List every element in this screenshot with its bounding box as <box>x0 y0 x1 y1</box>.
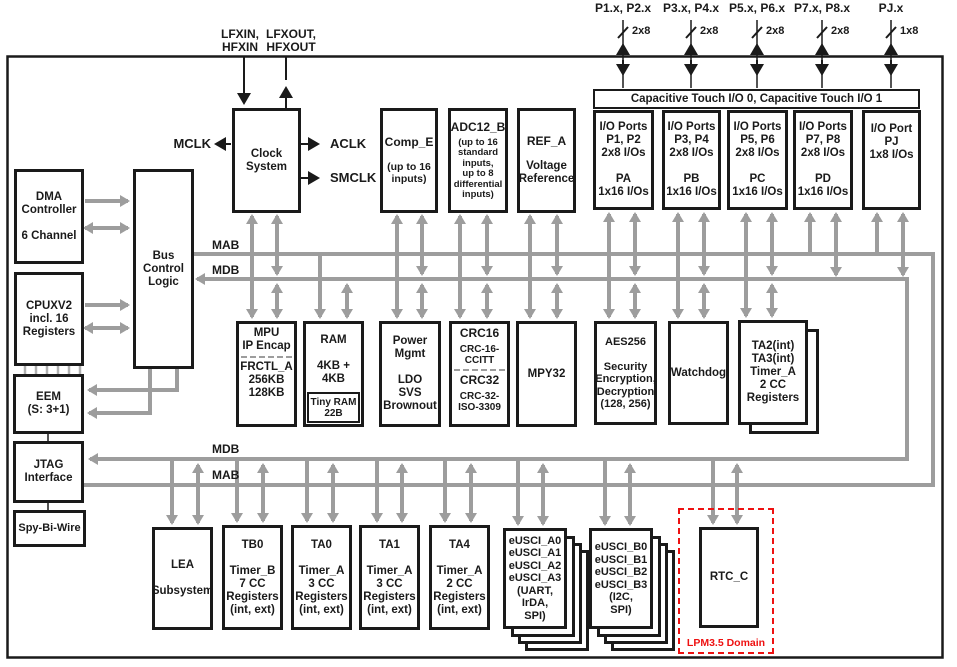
block-tb0: TB0 Timer_B 7 CC Registers (int, ext) <box>222 525 283 630</box>
block-ta0: TA0 Timer_A 3 CC Registers (int, ext) <box>291 525 352 630</box>
dashed-divider <box>454 369 505 371</box>
upper-connectors <box>246 212 909 319</box>
block-jtag: JTAG Interface <box>13 441 84 503</box>
label-bus-width-5: 1x8 <box>900 25 919 37</box>
block-mpy32: MPY32 <box>516 321 577 427</box>
port-pin-p7p8 <box>815 20 829 88</box>
block-mpu-frctl: MPU IP Encap FRCTL_A 256KB 128KB <box>236 321 297 427</box>
block-eem: EEM (S: 3+1) <box>13 374 84 434</box>
port-pin-p5p6 <box>750 20 764 88</box>
block-watchdog: Watchdog <box>668 321 729 425</box>
label-smclk: SMCLK <box>330 170 377 185</box>
block-io-ports-p3p4: I/O Ports P3, P4 2x8 I/Os PB 1x16 I/Os <box>662 110 721 210</box>
label-mab-upper: MAB <box>212 238 240 252</box>
label-mdb-upper: MDB <box>212 263 240 277</box>
block-io-ports-p7p8: I/O Ports P7, P8 2x8 I/Os PD 1x16 I/Os <box>793 110 853 210</box>
label-lpm35-domain: LPM3.5 Domain <box>686 637 766 649</box>
block-rtc-c: RTC_C <box>699 527 759 628</box>
dashed-divider <box>241 356 292 358</box>
label-bus-width-1: 2x8 <box>632 25 651 37</box>
label-mab-lower: MAB <box>212 468 240 482</box>
label-lfxin: LFXIN, HFXIN <box>221 27 259 54</box>
port-pin-pj <box>884 20 898 88</box>
label-bus-width-4: 2x8 <box>831 25 850 37</box>
block-ram: RAM 4KB + 4KB Tiny RAM 22B <box>303 321 364 427</box>
block-bus-control-logic: Bus Control Logic <box>133 169 194 369</box>
block-io-ports-p5p6: I/O Ports P5, P6 2x8 I/Os PC 1x16 I/Os <box>727 110 788 210</box>
block-spy-bi-wire: Spy-Bi-Wire <box>13 510 86 547</box>
left-connectors <box>83 195 179 419</box>
block-aes256: AES256 Security Encryption, Decryption (… <box>594 321 657 425</box>
label-port-group-2: P3.x, P4.x <box>662 1 720 15</box>
chip-border <box>6 55 944 659</box>
bus-lines <box>84 252 935 487</box>
bus-mab <box>84 252 935 487</box>
block-io-ports-p1p2: I/O Ports P1, P2 2x8 I/Os PA 1x16 I/Os <box>593 110 654 210</box>
cpu-eem-hatch <box>23 366 82 374</box>
block-eusci-b: eUSCI_B0 eUSCI_B1 eUSCI_B2 eUSCI_B3 (I2C… <box>589 528 653 629</box>
lower-connectors <box>166 461 743 526</box>
block-ta2-ta3: TA2(int) TA3(int) Timer_A 2 CC Registers <box>738 320 808 425</box>
block-power-mgmt: Power Mgmt LDO SVS Brownout <box>379 321 441 427</box>
label-port-group-3: P5.x, P6.x <box>728 1 786 15</box>
lpm35-domain-boundary: LPM3.5 Domain <box>678 508 774 654</box>
block-crc: CRC16 CRC-16- CCITT CRC32 CRC-32- ISO-33… <box>449 321 510 427</box>
label-bus-width-2: 2x8 <box>700 25 719 37</box>
label-port-group-5: PJ.x <box>878 1 904 15</box>
label-lfxout: LFXOUT, HFXOUT <box>266 27 316 54</box>
block-clock-system: Clock System <box>232 108 301 213</box>
port-pin-p3p4 <box>684 20 698 88</box>
block-comp-e: Comp_E (up to 16 inputs) <box>380 108 438 213</box>
label-port-group-4: P7.x, P8.x <box>793 1 851 15</box>
label-mdb-lower: MDB <box>212 442 240 456</box>
port-pin-p1p2 <box>616 20 630 88</box>
block-dma-controller: DMA Controller 6 Channel <box>14 169 84 264</box>
label-mclk: MCLK <box>173 136 211 151</box>
block-lea: LEA Subsystem <box>152 527 213 630</box>
block-cpu: CPUXV2 incl. 16 Registers <box>14 272 84 366</box>
block-cap-touch: Capacitive Touch I/O 0, Capacitive Touch… <box>593 89 920 109</box>
port-pin-connectors <box>616 20 898 88</box>
bus-mdb <box>88 273 909 465</box>
clock-pin-connectors <box>214 57 320 185</box>
label-port-group-1: P1.x, P2.x <box>594 1 652 15</box>
block-ta4: TA4 Timer_A 2 CC Registers (int, ext) <box>429 525 490 630</box>
block-tiny-ram: Tiny RAM 22B <box>307 392 360 423</box>
block-ta1: TA1 Timer_A 3 CC Registers (int, ext) <box>359 525 420 630</box>
label-bus-width-3: 2x8 <box>766 25 785 37</box>
block-ref-a: REF_A Voltage Reference <box>517 108 576 213</box>
block-adc12-b: ADC12_B (up to 16 standard inputs, up to… <box>448 108 508 213</box>
label-aclk: ACLK <box>330 136 367 151</box>
block-eusci-a: eUSCI_A0 eUSCI_A1 eUSCI_A2 eUSCI_A3 (UAR… <box>503 528 567 629</box>
block-io-port-pj: I/O Port PJ 1x8 I/Os <box>862 110 921 210</box>
